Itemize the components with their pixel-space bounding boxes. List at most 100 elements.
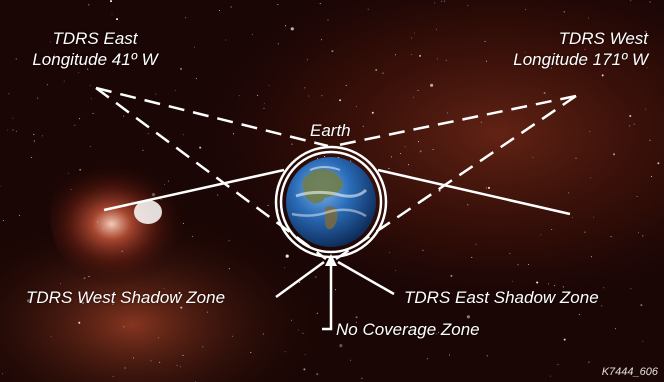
star [640, 304, 643, 307]
star [419, 54, 422, 57]
star [413, 32, 415, 34]
star [355, 316, 358, 319]
star [2, 220, 4, 222]
star [183, 223, 184, 225]
star [437, 58, 438, 60]
star [375, 69, 378, 71]
star [484, 41, 486, 42]
star [441, 0, 443, 2]
star [7, 129, 9, 131]
star [219, 10, 220, 11]
star [164, 184, 166, 185]
star [277, 3, 279, 5]
tdrs-east-shadow-zone-label: TDRS East Shadow Zone [404, 288, 599, 307]
no-coverage-zone-label: No Coverage Zone [336, 320, 480, 339]
star [19, 214, 20, 216]
star [304, 354, 306, 356]
star [316, 312, 318, 314]
star [231, 335, 233, 337]
star [327, 19, 329, 21]
star [98, 63, 100, 65]
star [321, 39, 323, 41]
star [31, 157, 33, 158]
star [603, 287, 605, 289]
star [339, 344, 343, 348]
star [33, 140, 35, 142]
star [180, 366, 181, 368]
star [15, 130, 17, 132]
star [263, 103, 265, 104]
star [475, 243, 477, 245]
no-coverage-pointer [322, 266, 333, 331]
star [316, 157, 318, 159]
star [486, 60, 488, 62]
star [464, 291, 465, 293]
star [613, 153, 615, 156]
star [426, 358, 428, 360]
star [228, 240, 230, 242]
star [121, 250, 123, 252]
star [430, 83, 434, 87]
star [116, 18, 118, 21]
star [284, 351, 286, 353]
star [438, 189, 441, 192]
star [321, 95, 323, 97]
star [443, 0, 445, 2]
star [132, 201, 134, 203]
star [394, 270, 396, 271]
star [250, 351, 252, 353]
star [350, 359, 352, 361]
star [356, 106, 357, 108]
star [528, 264, 529, 265]
star [630, 0, 632, 2]
star [12, 117, 14, 119]
star [159, 361, 161, 363]
tdrs-east-upper-tangent [95, 86, 329, 148]
star [657, 162, 660, 165]
star [37, 97, 39, 99]
star [509, 252, 511, 254]
star [572, 217, 574, 219]
star [646, 67, 648, 69]
tdrs-west-name: TDRS West [558, 29, 648, 48]
star [467, 204, 469, 206]
star [176, 364, 178, 366]
star [584, 48, 586, 50]
east-shadow-pointer [337, 260, 395, 296]
star [445, 59, 447, 61]
star [182, 134, 184, 136]
star [167, 180, 169, 182]
star [568, 192, 570, 194]
star [488, 186, 490, 189]
star [450, 274, 453, 277]
star [112, 303, 114, 305]
orbit-ring-outer [274, 145, 388, 259]
star [436, 333, 438, 335]
star [412, 96, 414, 98]
star [486, 355, 488, 357]
star [78, 321, 81, 324]
star [110, 0, 112, 3]
star [74, 124, 76, 126]
star [12, 129, 14, 131]
star [225, 39, 227, 41]
tdrs-west-upper-tangent [333, 94, 577, 148]
star [199, 146, 202, 149]
star [540, 234, 542, 236]
star [524, 51, 526, 53]
star [163, 287, 165, 289]
star [324, 156, 326, 158]
star [59, 283, 61, 285]
star [277, 209, 279, 211]
tdrs-west-shadow-zone-label: TDRS West Shadow Zone [26, 288, 226, 307]
star [102, 228, 104, 229]
star [302, 332, 304, 334]
star [512, 280, 514, 282]
tdrs-east-lower-tangent [95, 86, 327, 261]
star [648, 375, 650, 377]
star [290, 27, 294, 31]
star [63, 80, 65, 82]
star [549, 375, 551, 377]
star [355, 321, 357, 323]
